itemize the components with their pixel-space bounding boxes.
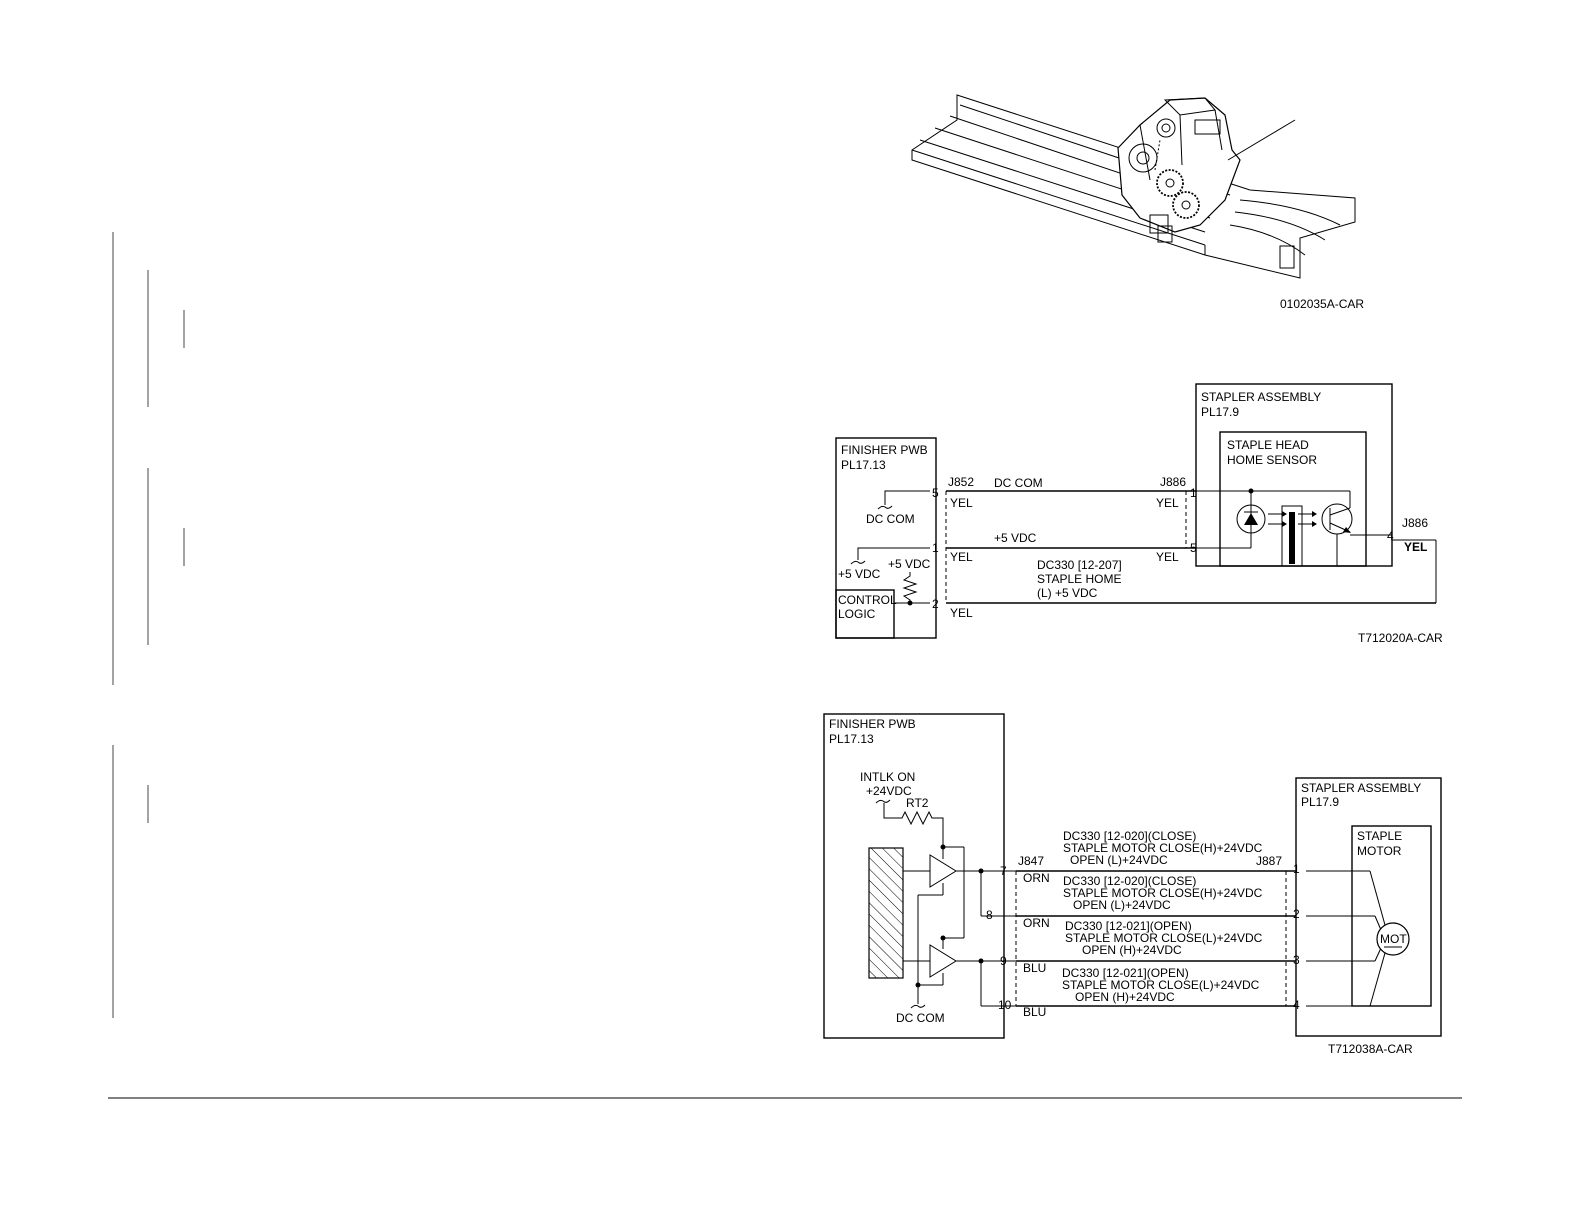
wire-color-orn-2: ORN: [1023, 916, 1050, 930]
sensor-stapler-plate: PL17.9: [1201, 405, 1239, 419]
control-logic-label-1: CONTROL: [838, 593, 897, 607]
pin-10-label: 10: [998, 998, 1012, 1012]
motor-figure-id: T712038A-CAR: [1328, 1042, 1413, 1056]
sensor-title-2: HOME SENSOR: [1227, 453, 1317, 467]
motor-stapler-plate: PL17.9: [1301, 795, 1339, 809]
motor-title-1: STAPLE: [1357, 829, 1402, 843]
signal-open-b-1: OPEN (H)+24VDC: [1082, 943, 1182, 957]
sensor-vdc-pullup: +5 VDC: [888, 557, 931, 571]
signal-open-b-2: OPEN (H)+24VDC: [1075, 990, 1175, 1004]
sensor-title-1: STAPLE HEAD: [1227, 438, 1309, 452]
control-logic-box: [835, 589, 895, 639]
buffer-2-icon: [929, 944, 957, 978]
wire-color-yel-3: YEL: [950, 606, 973, 620]
motor-dc-com: DC COM: [896, 1011, 945, 1025]
pin-8-label: 8: [986, 908, 993, 922]
motor-finisher-plate: PL17.13: [829, 732, 874, 746]
sensor-stapler-title: STAPLER ASSEMBLY: [1201, 390, 1321, 404]
pin-r4-label: 4: [1387, 529, 1394, 543]
motor-symbol-label: MOT: [1380, 932, 1407, 946]
vdc24-source-icon: [875, 799, 891, 804]
ground-symbol-icon: [877, 505, 893, 510]
signal-staple-home: STAPLE HOME: [1037, 572, 1121, 586]
revision-bars: [112, 232, 185, 1018]
sensor-actuator-flag: [1289, 512, 1295, 564]
wire-color-yel-4: YEL: [1156, 496, 1179, 510]
sensor-finisher-plate: PL17.13: [841, 458, 886, 472]
motor-ground-icon: [910, 1004, 926, 1009]
connector-j887: J887: [1256, 854, 1282, 868]
light-arrows-icon: [1268, 511, 1317, 527]
sensor-vdc-source: +5 VDC: [838, 567, 881, 581]
intlk-label-1: INTLK ON: [860, 770, 915, 784]
signal-close-title-1: DC330 [12-020](CLOSE): [1063, 829, 1196, 843]
signal-close-b-2: OPEN (L)+24VDC: [1073, 898, 1171, 912]
wire-color-orn-1: ORN: [1023, 871, 1050, 885]
sensor-finisher-title: FINISHER PWB: [841, 443, 928, 457]
connector-j852: J852: [948, 475, 974, 489]
resistor-rt2-icon: [883, 803, 944, 847]
wire-color-yel-1: YEL: [950, 496, 973, 510]
illustration-figure-id: 0102035A-CAR: [1280, 297, 1364, 311]
intlk-label-2: +24VDC: [866, 784, 912, 798]
signal-open-title-2: DC330 [12-021](OPEN): [1062, 966, 1189, 980]
motor-finisher-title: FINISHER PWB: [829, 717, 916, 731]
signal-close-b-1: OPEN (L)+24VDC: [1070, 853, 1168, 867]
sensor-circuit: FINISHER PWB PL17.13 CONTROL LOGIC DC CO…: [835, 383, 1443, 645]
vdc-source-icon: [850, 560, 866, 565]
pullup-resistor-icon: [902, 572, 918, 603]
stapler-illustration: 0102035A-CAR: [911, 94, 1364, 311]
connector-j847: J847: [1018, 854, 1044, 868]
pin-r5-label: 5: [1190, 541, 1197, 555]
sensor-dc-com-ground: DC COM: [866, 512, 915, 526]
signal-open-a-2: STAPLE MOTOR CLOSE(L)+24VDC: [1062, 978, 1260, 992]
pin-1-label: 1: [932, 541, 939, 555]
motor-finisher-pwb-box: [823, 713, 1005, 1039]
control-logic-label-2: LOGIC: [838, 607, 876, 621]
signal-low-5vdc: (L) +5 VDC: [1037, 586, 1098, 600]
pin-7-label: 7: [1000, 864, 1007, 878]
pin-5-label: 5: [932, 486, 939, 500]
signal-close-title-2: DC330 [12-020](CLOSE): [1063, 874, 1196, 888]
wire-color-blu-1: BLU: [1023, 961, 1046, 975]
wire-dc-com: DC COM: [994, 476, 1043, 490]
connector-j886: J886: [1160, 475, 1186, 489]
signal-close-a-2: STAPLE MOTOR CLOSE(H)+24VDC: [1063, 886, 1263, 900]
motor-circuit: FINISHER PWB PL17.13 INTLK ON +24VDC RT2…: [823, 713, 1442, 1056]
pin-2-label: 2: [932, 597, 939, 611]
driver-ic-hatched: [868, 847, 904, 979]
buffer-1-icon: [929, 854, 957, 888]
pin-r1-label: 1: [1190, 486, 1197, 500]
pin-9-label: 9: [1000, 954, 1007, 968]
led-icon: [1236, 504, 1266, 534]
motor-icon: MOT: [1376, 922, 1410, 956]
wire-color-blu-2: BLU: [1023, 1005, 1046, 1019]
signal-dc330-12-207: DC330 [12-207]: [1037, 558, 1122, 572]
connector-j886-out: J886: [1402, 516, 1428, 530]
wire-5vdc: +5 VDC: [994, 531, 1037, 545]
wire-color-yel-2: YEL: [950, 550, 973, 564]
motor-stapler-title: STAPLER ASSEMBLY: [1301, 781, 1421, 795]
phototransistor-icon: [1321, 503, 1353, 535]
signal-open-title-1: DC330 [12-021](OPEN): [1065, 919, 1192, 933]
wire-color-yel-out: YEL: [1404, 540, 1427, 554]
signal-open-a-1: STAPLE MOTOR CLOSE(L)+24VDC: [1065, 931, 1263, 945]
motor-title-2: MOTOR: [1357, 844, 1402, 858]
sensor-figure-id: T712020A-CAR: [1358, 631, 1443, 645]
wire-color-yel-5: YEL: [1156, 550, 1179, 564]
motor-stapler-assembly-box: [1295, 777, 1442, 1037]
resistor-rt2-label: RT2: [906, 796, 929, 810]
signal-close-a-1: STAPLE MOTOR CLOSE(H)+24VDC: [1063, 841, 1263, 855]
